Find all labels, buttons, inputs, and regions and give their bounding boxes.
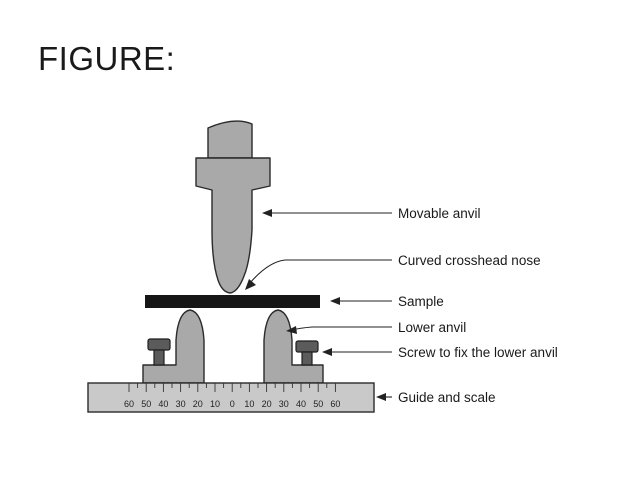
scale-number: 40 <box>158 399 168 409</box>
arrowhead-screw <box>322 348 332 356</box>
arrowhead-movable-anvil <box>262 209 272 217</box>
scale-number: 10 <box>210 399 220 409</box>
slide-title: FIGURE: <box>38 40 176 77</box>
callouts <box>245 209 392 401</box>
callout-line-crosshead-nose <box>249 259 392 284</box>
scale-number: 50 <box>313 399 323 409</box>
scale-number: 0 <box>230 399 235 409</box>
guide-scale-body <box>87 382 375 413</box>
scale-numbers: 60 50 40 30 20 10 0 10 20 30 40 50 60 <box>124 399 340 409</box>
scale-number: 30 <box>279 399 289 409</box>
sample-bar <box>145 295 320 308</box>
label-lower-anvil: Lower anvil <box>398 320 466 335</box>
screw-right-head <box>295 340 319 353</box>
scale-number: 10 <box>244 399 254 409</box>
scale-ticks <box>128 383 336 392</box>
label-movable-anvil: Movable anvil <box>398 206 481 221</box>
arrowhead-guide-scale <box>376 393 386 401</box>
scale-number: 60 <box>124 399 134 409</box>
lower-anvil-right <box>263 309 324 384</box>
arrowhead-sample <box>330 297 340 305</box>
label-guide-scale: Guide and scale <box>398 390 496 405</box>
scale-number: 60 <box>330 399 340 409</box>
scale-number: 30 <box>176 399 186 409</box>
scale-number: 40 <box>296 399 306 409</box>
movable-anvil-shaft-top <box>207 120 253 159</box>
lower-anvil-right-assembly <box>263 309 324 384</box>
movable-anvil <box>195 120 271 294</box>
label-screw: Screw to fix the lower anvil <box>398 345 558 360</box>
lower-anvil-left-assembly <box>142 309 205 384</box>
guide-scale: 60 50 40 30 20 10 0 10 20 30 40 50 60 <box>87 382 375 413</box>
screw-left-head <box>147 338 171 351</box>
arrowhead-crosshead-nose <box>245 279 256 290</box>
scale-number: 20 <box>193 399 203 409</box>
movable-anvil-body <box>195 157 271 294</box>
screw-right-shank <box>301 351 313 366</box>
scale-number: 20 <box>262 399 272 409</box>
label-sample: Sample <box>398 294 444 309</box>
arrowhead-lower-anvil <box>286 326 297 334</box>
labels: Movable anvil Curved crosshead nose Samp… <box>398 206 558 405</box>
callout-line-lower-anvil <box>291 326 392 331</box>
label-crosshead-nose: Curved crosshead nose <box>398 253 541 268</box>
lower-anvil-left <box>142 309 205 384</box>
scale-number: 50 <box>141 399 151 409</box>
screw-left-shank <box>153 349 165 366</box>
